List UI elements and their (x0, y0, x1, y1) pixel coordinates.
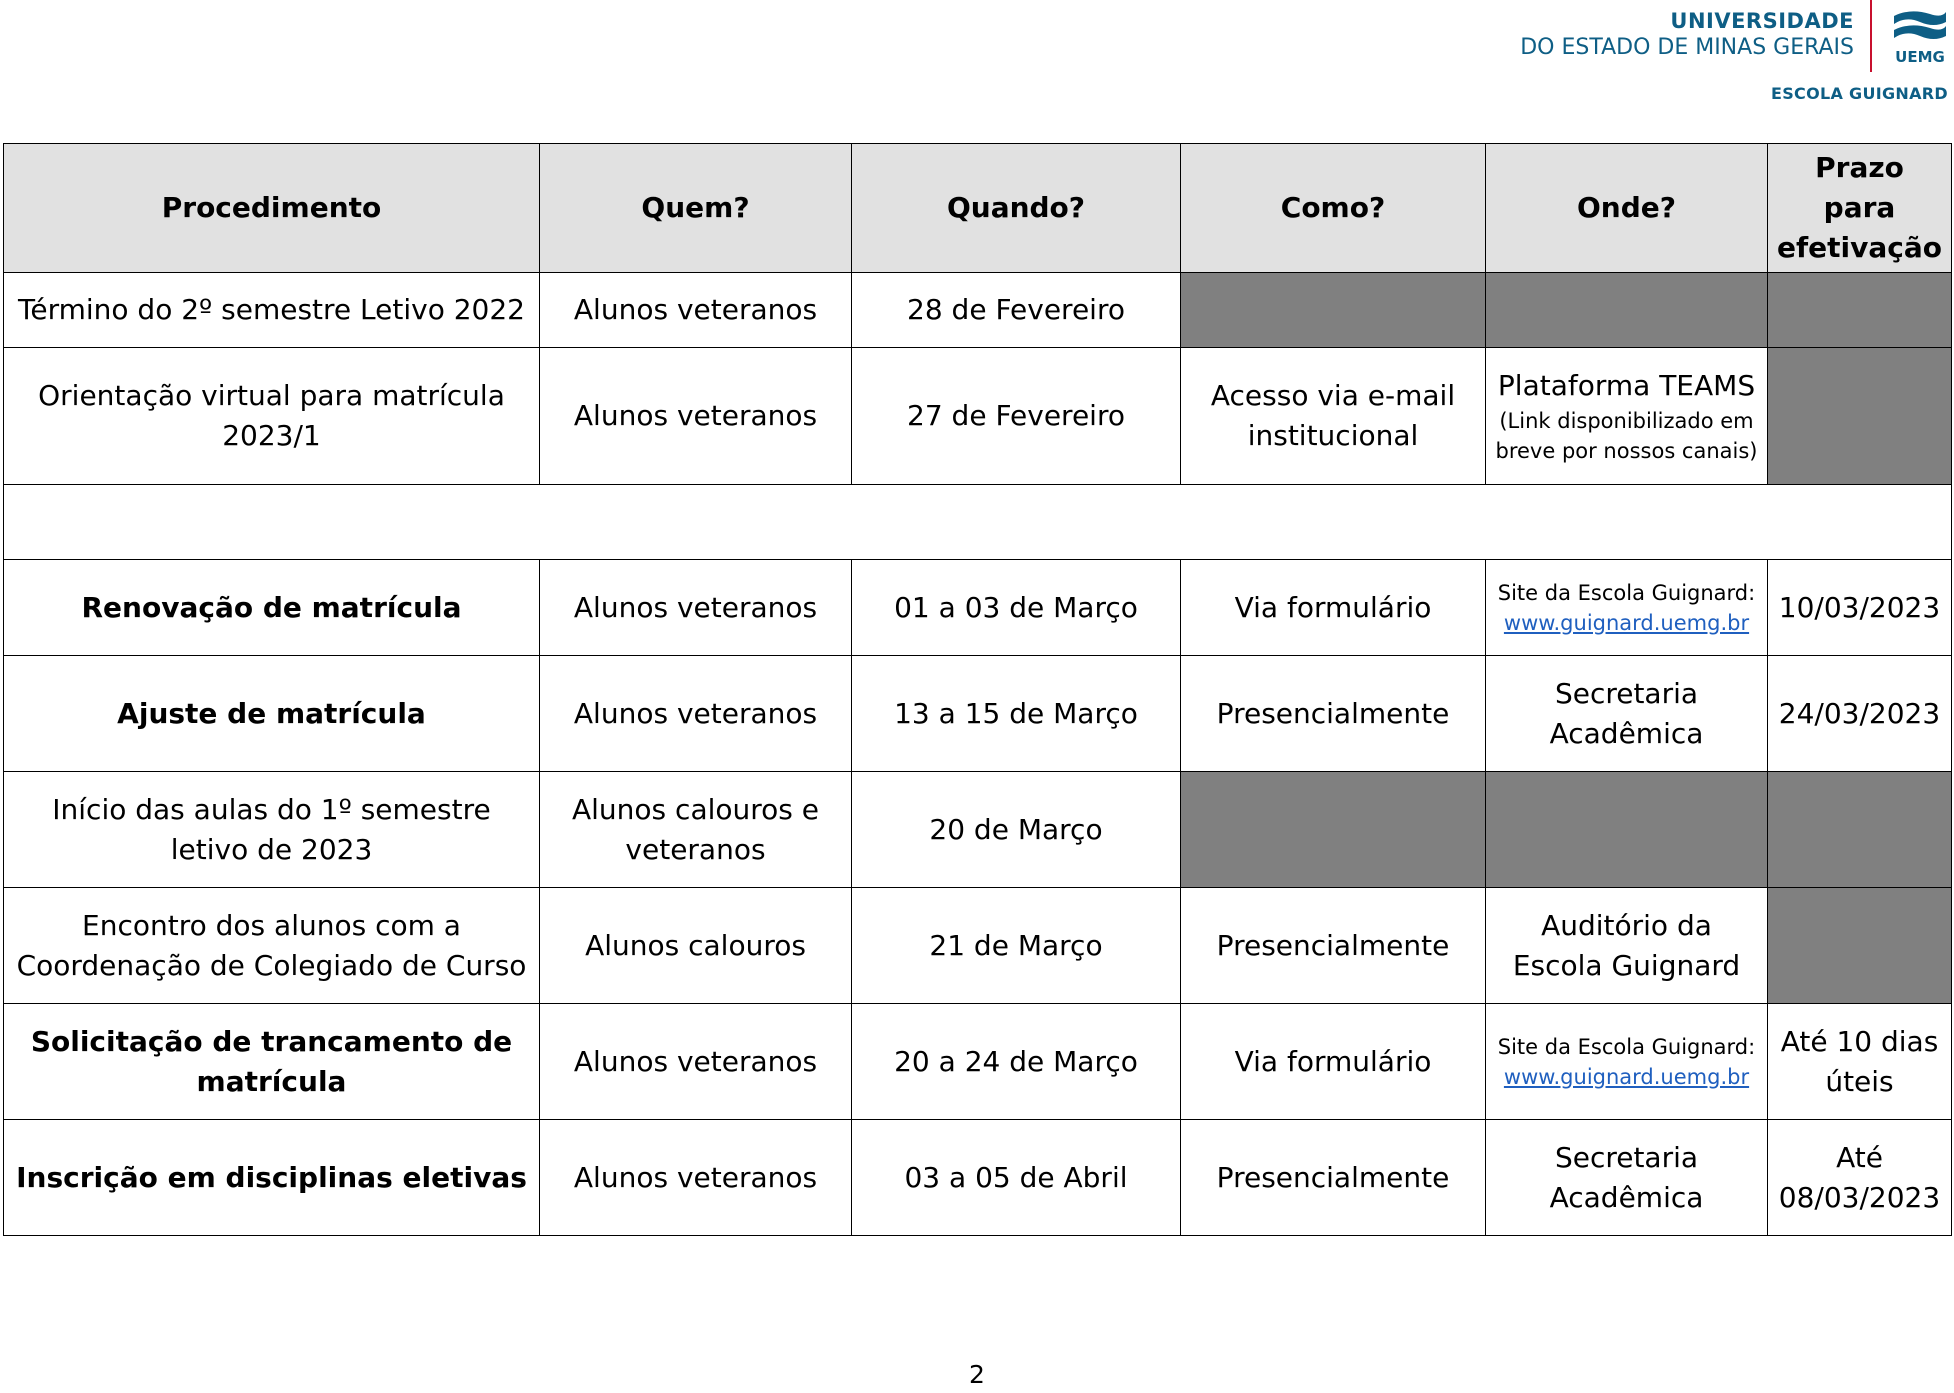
cell-quando: 03 a 05 de Abril (851, 1119, 1181, 1236)
cell-quando: 20 a 24 de Março (851, 1003, 1181, 1120)
cell-onde: Plataforma TEAMS (Link disponibilizado e… (1485, 347, 1768, 485)
header-quando: Quando? (851, 143, 1181, 273)
cell-quem: Alunos veteranos (539, 655, 852, 772)
table-row: Início das aulas do 1º semestre letivo d… (3, 771, 1952, 888)
cell-procedimento: Solicitação de trancamento de matrícula (3, 1003, 540, 1120)
cell-prazo: 24/03/2023 (1767, 655, 1952, 772)
cell-onde-empty (1485, 272, 1768, 348)
academic-calendar-table: Procedimento Quem? Quando? Como? Onde? P… (3, 143, 1952, 1236)
cell-quem: Alunos calouros (539, 887, 852, 1004)
cell-como-empty (1180, 771, 1486, 888)
cell-quem: Alunos veteranos (539, 1003, 852, 1120)
table-row: Ajuste de matrícula Alunos veteranos 13 … (3, 655, 1952, 772)
university-name: UNIVERSIDADE DO ESTADO DE MINAS GERAIS (1520, 8, 1854, 62)
header-quem: Quem? (539, 143, 852, 273)
uemg-logo-text: UEMG (1895, 48, 1945, 66)
cell-quando: 01 a 03 de Março (851, 559, 1181, 656)
cell-procedimento: Encontro dos alunos com a Coordenação de… (3, 887, 540, 1004)
cell-procedimento: Término do 2º semestre Letivo 2022 (3, 272, 540, 348)
cell-como: Via formulário (1180, 559, 1486, 656)
table-row: Renovação de matrícula Alunos veteranos … (3, 559, 1952, 656)
cell-quando: 27 de Fevereiro (851, 347, 1181, 485)
table-row: Término do 2º semestre Letivo 2022 Aluno… (3, 272, 1952, 348)
cell-prazo: 10/03/2023 (1767, 559, 1952, 656)
header-onde: Onde? (1485, 143, 1768, 273)
cell-procedimento: Inscrição em disciplinas eletivas (3, 1119, 540, 1236)
cell-onde: Auditório da Escola Guignard (1485, 887, 1768, 1004)
onde-text: Plataforma TEAMS (1497, 369, 1756, 402)
guignard-website-link[interactable]: www.guignard.uemg.br (1503, 610, 1750, 635)
spacer-row (3, 484, 1952, 560)
table-row: Encontro dos alunos com a Coordenação de… (3, 887, 1952, 1004)
table-header-row: Procedimento Quem? Quando? Como? Onde? P… (3, 143, 1952, 273)
table-row: Inscrição em disciplinas eletivas Alunos… (3, 1119, 1952, 1236)
cell-onde: Secretaria Acadêmica (1485, 1119, 1768, 1236)
cell-quem: Alunos veteranos (539, 347, 852, 485)
cell-quando: 20 de Março (851, 771, 1181, 888)
cell-como: Presencialmente (1180, 655, 1486, 772)
cell-procedimento: Orientação virtual para matrícula 2023/1 (3, 347, 540, 485)
cell-quando: 21 de Março (851, 887, 1181, 1004)
table-row: Solicitação de trancamento de matrícula … (3, 1003, 1952, 1120)
school-name: ESCOLA GUIGNARD (1770, 84, 1948, 103)
university-line1: UNIVERSIDADE (1670, 9, 1854, 33)
wave-emblem-icon (1894, 11, 1946, 39)
cell-procedimento: Início das aulas do 1º semestre letivo d… (3, 771, 540, 888)
cell-como: Presencialmente (1180, 1119, 1486, 1236)
cell-prazo: Até 08/03/2023 (1767, 1119, 1952, 1236)
header-procedimento: Procedimento (3, 143, 540, 273)
onde-note: (Link disponibilizado em breve por nosso… (1495, 409, 1758, 463)
cell-procedimento: Renovação de matrícula (3, 559, 540, 656)
onde-text: Site da Escola Guignard: (1497, 1034, 1756, 1059)
header-como: Como? (1180, 143, 1486, 273)
onde-text: Site da Escola Guignard: (1497, 580, 1756, 605)
cell-prazo-empty (1767, 272, 1952, 348)
cell-quem: Alunos calouros e veteranos (539, 771, 852, 888)
cell-como-empty (1180, 272, 1486, 348)
cell-onde: Site da Escola Guignard: www.guignard.ue… (1485, 1003, 1768, 1120)
cell-onde: Site da Escola Guignard: www.guignard.ue… (1485, 559, 1768, 656)
cell-prazo-empty (1767, 771, 1952, 888)
cell-quando: 28 de Fevereiro (851, 272, 1181, 348)
cell-quando: 13 a 15 de Março (851, 655, 1181, 772)
page-number: 2 (969, 1360, 985, 1389)
cell-quem: Alunos veteranos (539, 559, 852, 656)
empty-row-cell (3, 484, 1952, 560)
logo-divider (1870, 0, 1872, 72)
cell-prazo-empty (1767, 347, 1952, 485)
cell-onde: Secretaria Acadêmica (1485, 655, 1768, 772)
header-prazo: Prazo para efetivação (1767, 143, 1952, 273)
guignard-website-link[interactable]: www.guignard.uemg.br (1503, 1064, 1750, 1089)
cell-procedimento: Ajuste de matrícula (3, 655, 540, 772)
cell-como: Via formulário (1180, 1003, 1486, 1120)
cell-como: Acesso via e-mail institucional (1180, 347, 1486, 485)
table-row: Orientação virtual para matrícula 2023/1… (3, 347, 1952, 485)
cell-prazo-empty (1767, 887, 1952, 1004)
university-logo: UNIVERSIDADE DO ESTADO DE MINAS GERAIS U… (1500, 0, 1954, 110)
university-line2: DO ESTADO DE MINAS GERAIS (1520, 35, 1854, 60)
cell-quem: Alunos veteranos (539, 1119, 852, 1236)
cell-prazo: Até 10 dias úteis (1767, 1003, 1952, 1120)
cell-quem: Alunos veteranos (539, 272, 852, 348)
uemg-emblem-icon: UEMG (1890, 8, 1950, 68)
cell-como: Presencialmente (1180, 887, 1486, 1004)
cell-onde-empty (1485, 771, 1768, 888)
